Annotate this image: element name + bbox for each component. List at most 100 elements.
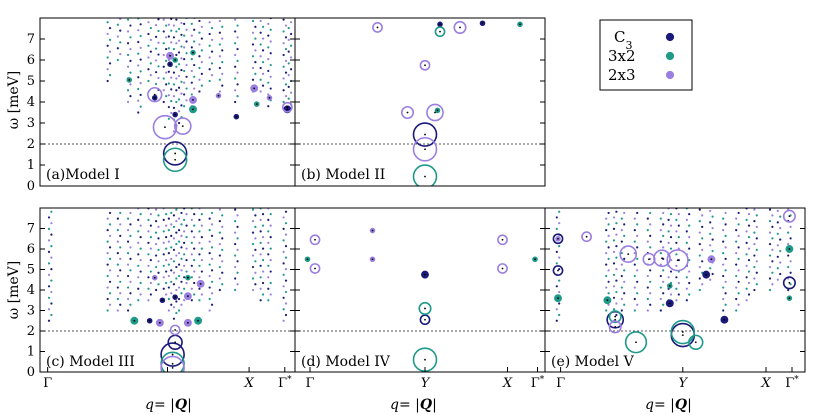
continuum-dot: [267, 105, 270, 108]
continuum-dot: [254, 237, 257, 240]
continuum-dot: [147, 218, 150, 221]
continuum-dot: [155, 231, 158, 234]
data-point-center: [174, 113, 177, 116]
continuum-dot: [167, 217, 170, 220]
continuum-dot: [162, 30, 165, 33]
continuum-dot: [200, 247, 203, 250]
continuum-dot: [221, 214, 224, 217]
continuum-dot: [137, 276, 140, 279]
continuum-dot: [221, 84, 224, 87]
continuum-dot: [735, 252, 738, 255]
continuum-dot: [170, 269, 173, 272]
data-point-c3: [419, 314, 431, 326]
continuum-dot: [177, 110, 181, 113]
continuum-dot: [190, 230, 193, 233]
data-point-3x2: [412, 164, 438, 186]
continuum-dot: [768, 277, 772, 280]
continuum-dot: [747, 258, 751, 262]
continuum-dot: [208, 309, 211, 312]
continuum-dot: [290, 68, 293, 71]
continuum-dot: [200, 25, 203, 28]
continuum-dot: [162, 65, 165, 68]
continuum-dot: [147, 56, 150, 59]
continuum-dot: [284, 290, 288, 294]
continuum-dot: [259, 43, 262, 46]
continuum-dot: [267, 287, 270, 290]
continuum-dot: [106, 240, 109, 243]
data-point-2x3: [453, 20, 467, 35]
legend-marker-c3: [665, 32, 675, 42]
continuum-dot: [116, 240, 119, 243]
continuum-dot: [185, 99, 188, 102]
continuum-dot: [147, 253, 150, 256]
continuum-dot: [659, 217, 662, 220]
continuum-dot: [221, 49, 224, 52]
data-point-center: [174, 341, 177, 344]
continuum-dot: [282, 216, 285, 219]
continuum-dot: [193, 213, 196, 216]
continuum-dot: [177, 240, 181, 243]
continuum-dot: [149, 224, 152, 227]
continuum-dot: [724, 303, 727, 306]
continuum-dot: [282, 262, 285, 265]
continuum-dot: [251, 66, 255, 70]
continuum-dot: [167, 286, 170, 289]
continuum-dot: [284, 245, 288, 248]
continuum-dot: [646, 286, 649, 289]
continuum-dot: [147, 68, 150, 71]
data-point-center: [371, 229, 374, 232]
continuum-dot: [724, 292, 727, 295]
continuum-dot: [210, 211, 214, 215]
continuum-dot: [211, 15, 213, 17]
continuum-dot: [175, 231, 178, 234]
continuum-dot: [623, 211, 626, 215]
continuum-dot: [623, 269, 626, 272]
continuum-dot: [607, 211, 610, 215]
x-tick-label: Γ: [43, 376, 52, 391]
continuum-dot: [190, 34, 193, 37]
continuum-dot: [170, 303, 173, 306]
continuum-dot: [282, 250, 285, 253]
continuum-dot: [607, 280, 610, 283]
continuum-dot: [747, 213, 751, 216]
continuum-dot: [259, 264, 262, 267]
continuum-dot: [267, 299, 270, 302]
continuum-dot: [185, 213, 188, 216]
continuum-dot: [165, 47, 168, 51]
continuum-dot: [157, 76, 160, 80]
continuum-dot: [261, 37, 265, 40]
data-point-center: [694, 341, 697, 344]
continuum-dot: [139, 224, 142, 227]
continuum-dot: [259, 241, 262, 244]
continuum-dot: [183, 264, 186, 267]
continuum-dot: [267, 253, 270, 256]
data-point-center: [424, 273, 426, 276]
continuum-dot: [47, 285, 51, 288]
continuum-dot: [234, 53, 237, 57]
continuum-dot: [180, 257, 183, 260]
continuum-dot: [190, 93, 193, 96]
continuum-dot: [177, 27, 181, 31]
continuum-dot: [180, 80, 183, 83]
continuum-dot: [685, 299, 688, 302]
continuum-dot: [218, 288, 221, 292]
continuum-dot: [129, 269, 132, 272]
data-point-center: [314, 238, 316, 241]
x-tick-label: Y: [679, 376, 689, 391]
continuum-dot: [779, 215, 782, 218]
continuum-dot: [119, 257, 122, 260]
continuum-dot: [157, 260, 160, 263]
svg-text:q= |Q|: q= |Q|: [390, 397, 437, 413]
continuum-dot: [558, 279, 561, 282]
data-point-c3: [552, 265, 564, 276]
continuum-dot: [185, 63, 188, 67]
continuum-dot: [185, 258, 188, 262]
continuum-dot: [284, 302, 288, 305]
continuum-dot: [290, 56, 293, 59]
continuum-dot: [200, 213, 203, 216]
continuum-dot: [287, 26, 290, 30]
continuum-dot: [139, 46, 142, 49]
continuum-dot: [155, 288, 158, 292]
continuum-dot: [284, 233, 288, 236]
continuum-dot: [157, 225, 160, 228]
